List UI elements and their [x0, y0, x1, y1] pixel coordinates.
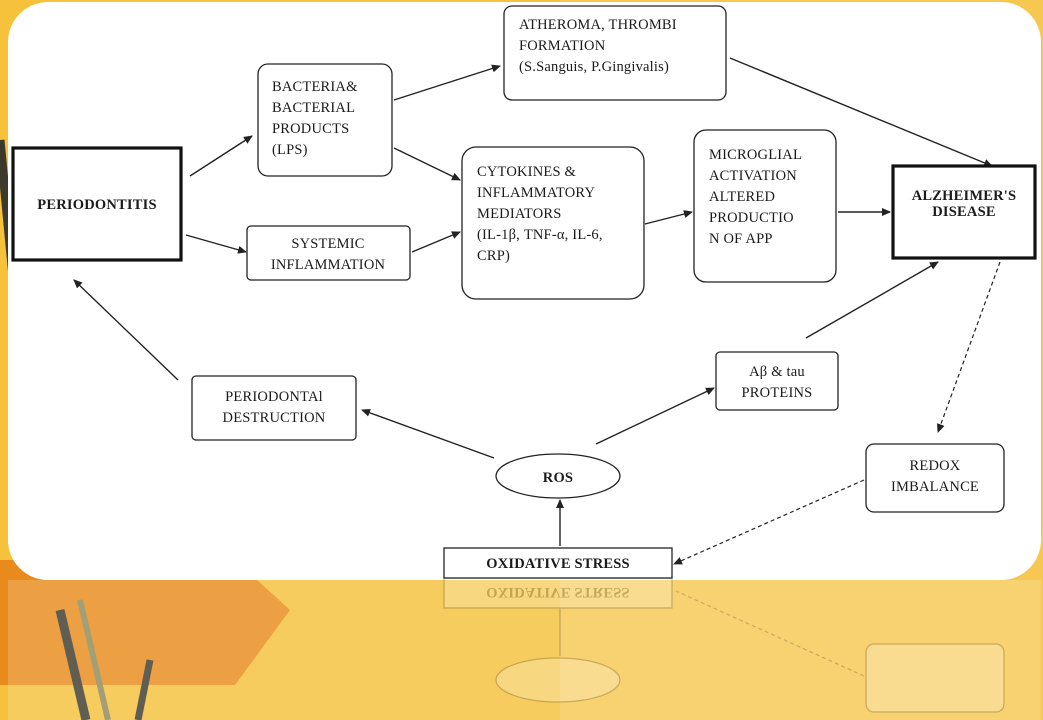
microglial-label: MICROGLIAL ACTIVATION ALTERED PRODUCTIO N OF… — [709, 147, 802, 247]
text-line: PRODUCTS — [272, 121, 349, 137]
oxidative-label: OXIDATIVE STRESS — [486, 556, 630, 572]
atheroma-label: ATHEROMA, THROMBI FORMATION (S.Sanguis, P.… — [519, 17, 677, 75]
text-line: (IL-1β, TNF-α, IL-6, — [477, 227, 603, 243]
text-line: INFLAMMATORY — [477, 185, 595, 201]
text-line: DESTRUCTION — [223, 410, 326, 426]
node-atheroma: ATHEROMA, THROMBI FORMATION (S.Sanguis, P.… — [503, 5, 727, 101]
text-line: IMBALANCE — [891, 479, 979, 495]
text-line: (S.Sanguis, P.Gingivalis) — [519, 59, 669, 75]
text-line: BACTERIA& — [272, 79, 358, 95]
text-line: MICROGLIAL — [709, 147, 802, 163]
ros-label: ROS — [543, 470, 573, 486]
svg-text:OXIDATIVE STRESS: OXIDATIVE STRESS — [486, 584, 630, 600]
node-periodontitis: PERIODONTITIS — [11, 146, 183, 262]
text-line: REDOX — [910, 458, 961, 474]
text-line: MEDIATORS — [477, 206, 562, 222]
cytokines-label: CYTOKINES & INFLAMMATORY MEDIATORS (IL-1β, … — [477, 164, 603, 264]
bacteria-label: BACTERIA&BACTERIAL PRODUCTS (LPS) — [272, 79, 358, 158]
text-line: FORMATION — [519, 38, 606, 54]
text-line: (LPS) — [272, 142, 308, 158]
node-cytokines: CYTOKINES & INFLAMMATORY MEDIATORS (IL-1β, … — [461, 146, 645, 300]
periodontitis-label: PERIODONTITIS — [37, 197, 156, 213]
text-line: PERIODONTITIS — [37, 197, 156, 213]
text-line: PRODUCTIO — [709, 210, 794, 226]
node-oxidative: OXIDATIVE STRESS — [443, 547, 673, 579]
node-bacteria: BACTERIA&BACTERIAL PRODUCTS (LPS) — [257, 63, 393, 177]
reflection: OXIDATIVE STRESS — [443, 577, 1005, 713]
text-line: ATHEROMA, THROMBI — [519, 17, 677, 33]
text-line: CYTOKINES & — [477, 164, 577, 180]
text-line: Aβ & tau — [749, 364, 805, 380]
text-line: N OF APP — [709, 231, 773, 247]
node-microglial: MICROGLIAL ACTIVATION ALTERED PRODUCTIO N OF… — [693, 129, 837, 283]
text-line: OXIDATIVE STRESS — [486, 556, 630, 572]
redox-label: REDOX IMBALANCE — [891, 458, 979, 495]
text-line: PERIODONTAl — [225, 389, 323, 405]
systemic-label: SYSTEMIC INFLAMMATION — [271, 236, 386, 273]
text-line: INFLAMMATION — [271, 257, 386, 273]
node-ros: ROS — [495, 453, 621, 499]
text-line: DISEASE — [932, 204, 995, 220]
text-line: CRP) — [477, 248, 510, 264]
text-line: ALZHEIMER'S — [912, 188, 1017, 204]
text-line: BACTERIAL — [272, 100, 355, 116]
text-line: PROTEINS — [742, 385, 813, 401]
node-systemic: SYSTEMIC INFLAMMATION — [246, 225, 411, 281]
node-redox: REDOX IMBALANCE — [865, 443, 1005, 513]
text-line: SYSTEMIC — [291, 236, 364, 252]
text-line: ALTERED — [709, 189, 775, 205]
text-line: ACTIVATION — [709, 168, 797, 184]
text-line: ROS — [543, 470, 573, 486]
edges — [73, 57, 1001, 565]
